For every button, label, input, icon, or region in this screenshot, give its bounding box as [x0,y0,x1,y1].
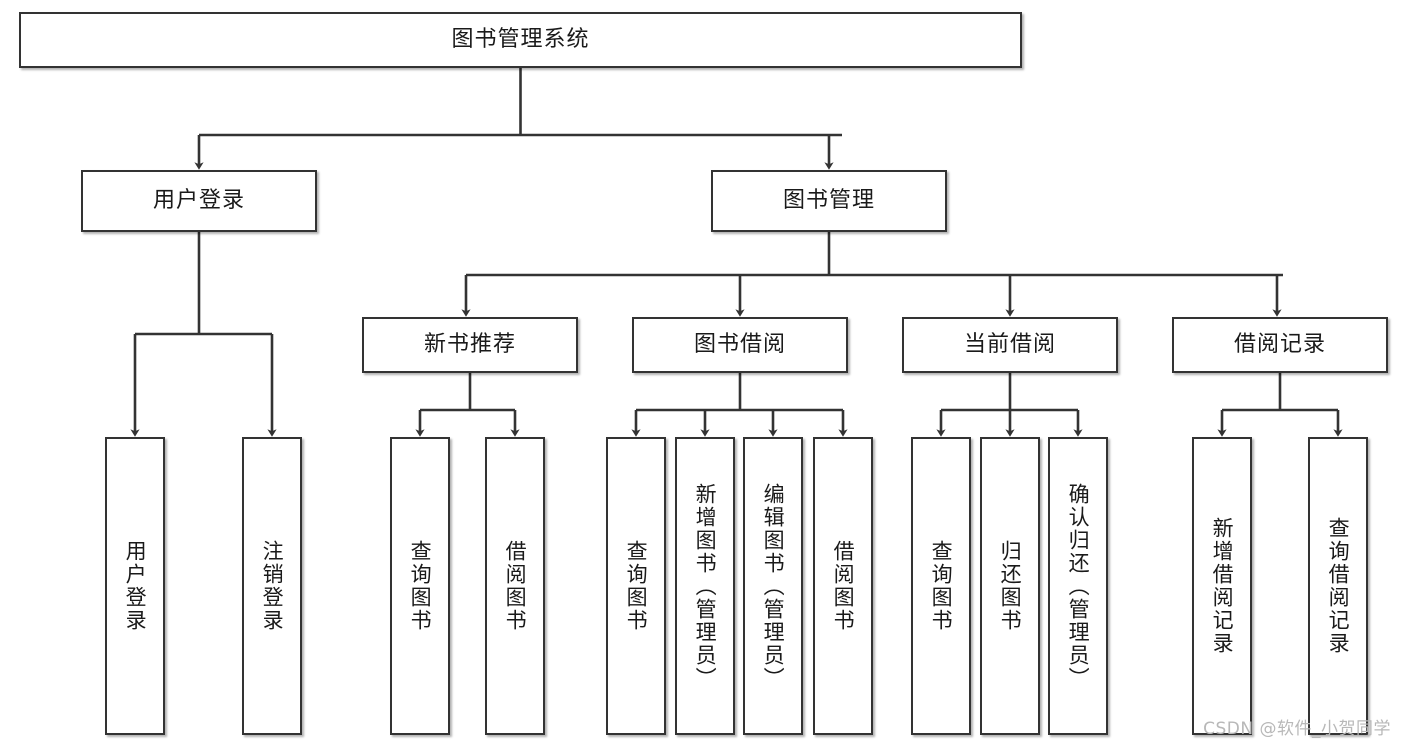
node-user-login[interactable]: 用户登录 [81,170,317,232]
node-label: 借阅图书 [831,540,856,632]
node-new-book-recommend[interactable]: 新书推荐 [362,317,578,373]
node-label: 图书管理 [782,187,875,213]
node-label: 当前借阅 [963,331,1056,357]
node-label: 确认归还（管理员） [1066,482,1091,690]
node-leaf-user-login[interactable]: 用户登录 [105,437,165,735]
node-leaf-add-book-admin[interactable]: 新增图书（管理员） [675,437,735,735]
node-borrow-record[interactable]: 借阅记录 [1172,317,1388,373]
node-label: 查询借阅记录 [1326,517,1351,655]
node-current-borrow[interactable]: 当前借阅 [902,317,1118,373]
node-label: 新增借阅记录 [1210,517,1235,655]
node-leaf-borrow-book-recommend[interactable]: 借阅图书 [485,437,545,735]
node-leaf-add-borrow-record[interactable]: 新增借阅记录 [1192,437,1252,735]
node-label: 查询图书 [624,540,649,632]
node-label: 借阅图书 [503,540,528,632]
node-leaf-query-book-recommend[interactable]: 查询图书 [390,437,450,735]
node-label: 新增图书（管理员） [693,482,718,690]
node-leaf-borrow-book[interactable]: 借阅图书 [813,437,873,735]
node-leaf-confirm-return-admin[interactable]: 确认归还（管理员） [1048,437,1108,735]
node-label: 编辑图书（管理员） [761,482,786,690]
node-leaf-query-borrow-record[interactable]: 查询借阅记录 [1308,437,1368,735]
node-label: 新书推荐 [423,331,516,357]
node-label: 查询图书 [408,540,433,632]
node-label: 借阅记录 [1233,331,1326,357]
node-leaf-query-book-current[interactable]: 查询图书 [911,437,971,735]
node-label: 注销登录 [260,540,285,632]
node-leaf-return-book[interactable]: 归还图书 [980,437,1040,735]
node-label: 归还图书 [998,540,1023,632]
node-label: 用户登录 [152,187,245,213]
node-book-management[interactable]: 图书管理 [711,170,947,232]
node-book-borrow[interactable]: 图书借阅 [632,317,848,373]
node-label: 图书借阅 [693,331,786,357]
node-label: 用户登录 [123,540,148,632]
watermark: CSDN @软件_小贺同学 [1203,719,1391,739]
node-leaf-user-logout[interactable]: 注销登录 [242,437,302,735]
node-leaf-query-book-borrow[interactable]: 查询图书 [606,437,666,735]
node-root-book-management-system[interactable]: 图书管理系统 [19,12,1022,68]
node-leaf-edit-book-admin[interactable]: 编辑图书（管理员） [743,437,803,735]
node-label: 图书管理系统 [451,26,590,52]
node-label: 查询图书 [929,540,954,632]
